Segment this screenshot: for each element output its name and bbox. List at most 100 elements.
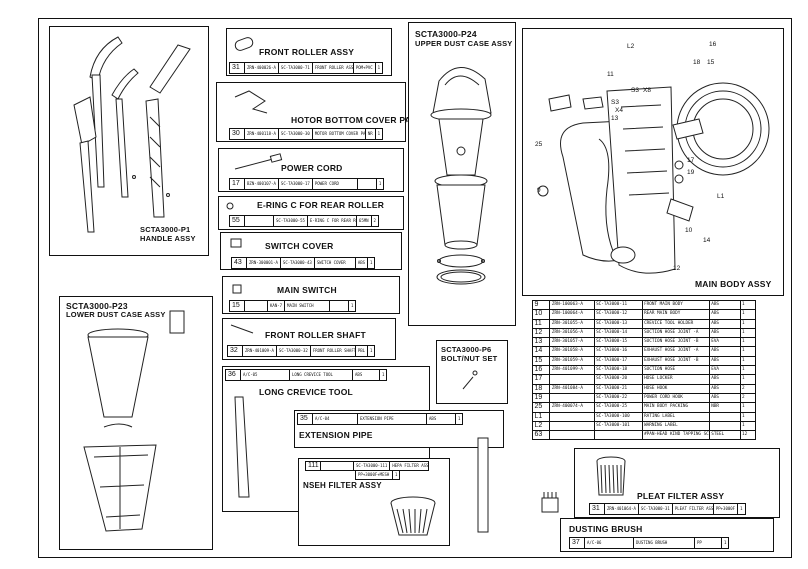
callout: 11 [607, 71, 614, 78]
callout: 17 [687, 157, 695, 164]
table-cell: 63 [533, 431, 551, 440]
table-cell [550, 431, 595, 440]
table-cell [710, 412, 741, 421]
cell: 65MN [357, 216, 372, 226]
bolt-nut-title: BOLT/NUT SET [441, 354, 498, 363]
cell: SC-TA3000-55 [274, 216, 308, 226]
table-cell: 1 [742, 320, 745, 326]
table-cell: ZRN-401099-A [550, 366, 595, 375]
cell: E-RING C FOR REAR ROLLER [308, 216, 357, 226]
table-cell: HOSE HOOK [643, 384, 710, 393]
table-cell: ZRN-100063-A [550, 301, 595, 310]
table-cell: POWER CORD HOOK [643, 393, 710, 403]
cell: SC-TA3000-43 [281, 258, 315, 268]
cell: 2 [373, 218, 376, 223]
bolt-nut-panel: SCTA3000-P6 BOLT/NUT SET [436, 340, 508, 404]
table-cell: EVA [710, 366, 741, 375]
motor-cover-row: 30 ZRN-400118-A SC-TA3000-30 MOTOR BOTTO… [229, 128, 384, 140]
table-cell [550, 421, 595, 431]
table-cell: WARNING LABEL [643, 421, 710, 431]
cell: ZRN-401064-A [605, 504, 639, 514]
callout: S3 [611, 99, 619, 106]
roller-shaft-title: FRONT ROLLER SHAFT [265, 330, 366, 340]
pleat-filter-drawing [596, 456, 626, 496]
table-cell: SC-TA3000-15 [595, 338, 643, 347]
table-cell: 11 [533, 319, 551, 328]
hepa-filter-panel: 111 SC-TA3000-111 HEPA FILTER ASSY PP+30… [298, 458, 450, 546]
table-cell: REAR MAIN BODY [643, 310, 710, 319]
table-cell: SC-TA3000-17 [595, 356, 643, 366]
extension-pipe-drawing [477, 437, 489, 533]
table-cell: 1 [742, 302, 745, 307]
cell: SC-TA3000-30 [279, 129, 313, 139]
cell: MOTOR BOTTOM COVER PACKING [313, 129, 366, 139]
table-cell [595, 431, 643, 440]
front-roller-drawing [234, 37, 254, 51]
cell: 111 [306, 462, 321, 470]
table-cell: 1 [742, 329, 745, 335]
cell: 1 [724, 540, 727, 545]
callout: 14 [703, 237, 711, 244]
roller-shaft-drawing [230, 324, 254, 334]
table-cell [550, 393, 595, 403]
cell [245, 301, 268, 311]
table-cell: MAIN BODY PACKING [643, 403, 710, 412]
callout: 9 [537, 187, 541, 194]
cell: 36 [226, 370, 241, 380]
table-cell: SC-TA3000-13 [595, 319, 643, 328]
cell: ZRN-400026-A [245, 63, 279, 73]
cell [245, 216, 274, 226]
cell: 1 [377, 65, 381, 70]
cell: FRONT ROLLER SHAFT [311, 346, 356, 356]
callout: 13 [611, 115, 619, 122]
table-cell: EVA [710, 338, 741, 347]
cell: POM+PVC [354, 63, 376, 73]
cell: PP [695, 538, 722, 548]
table-cell: ABS [710, 328, 741, 338]
table-cell: ZRN-301056-A [550, 328, 595, 338]
table-cell: SC-TA3000-100 [595, 412, 643, 421]
table-cell: CREVICE TOOL HOLDER [643, 319, 710, 328]
table-cell: HOSE LOCKER [643, 375, 710, 384]
cell: 1 [351, 303, 354, 308]
handle-assy-title: HANDLE ASSY [140, 234, 196, 243]
extension-pipe-panel: 35 A/C-04 EXTENSION PIPE ABS 1 EXTENSION… [294, 410, 504, 448]
cell: BZN-400107-A [245, 179, 279, 189]
table-cell: ZRN-400074-A [550, 403, 595, 412]
cell: SC-TA3000-32 [277, 346, 311, 356]
cell: EXTENSION PIPE [358, 414, 427, 424]
main-switch-title: MAIN SWITCH [277, 285, 337, 295]
cell: 37 [570, 538, 585, 548]
table-cell: ABS [710, 384, 741, 393]
power-cord-row: 17 BZN-400107-A SC-TA3000-17 POWER CORD … [229, 178, 385, 190]
lower-dust-case-code: SCTA3000-P23 [66, 301, 128, 311]
switch-cover-drawing [230, 238, 242, 248]
handle-assy-drawing [73, 36, 191, 233]
callout: X8 [643, 87, 651, 94]
callout: L2 [627, 43, 635, 50]
table-cell: 10 [533, 310, 551, 319]
table-cell: SC-TA3000-11 [595, 301, 643, 310]
table-cell: 2 [742, 394, 745, 400]
table-cell: 1 [742, 311, 745, 317]
cell: HEPA FILTER ASSY [392, 463, 429, 468]
table-cell: L1 [533, 412, 551, 421]
cell: 1 [370, 260, 373, 265]
handle-assy-panel: SCTA3000-P1 HANDLE ASSY [49, 26, 209, 256]
table-cell: 1 [742, 413, 745, 419]
cell: 1 [395, 472, 398, 477]
cell: 1 [458, 416, 461, 421]
table-cell: 2 [742, 385, 745, 391]
front-roller-panel: FRONT ROLLER ASSY 31 ZRN-400026-A SC-TA3… [226, 28, 392, 76]
table-cell: ZRN-301058-A [550, 347, 595, 356]
motor-cover-panel: HOTOR BOTTOM COVER PACKING 30 ZRN-400118… [216, 82, 439, 142]
cell: ZRN-400118-A [245, 129, 279, 139]
cell: PP+3000F+MESH [356, 471, 393, 479]
table-cell: SC-TA3000-21 [595, 384, 643, 393]
table-cell: ABS [710, 347, 741, 356]
table-cell: 17 [533, 375, 551, 384]
table-cell: SC-TA3000-22 [595, 393, 643, 403]
